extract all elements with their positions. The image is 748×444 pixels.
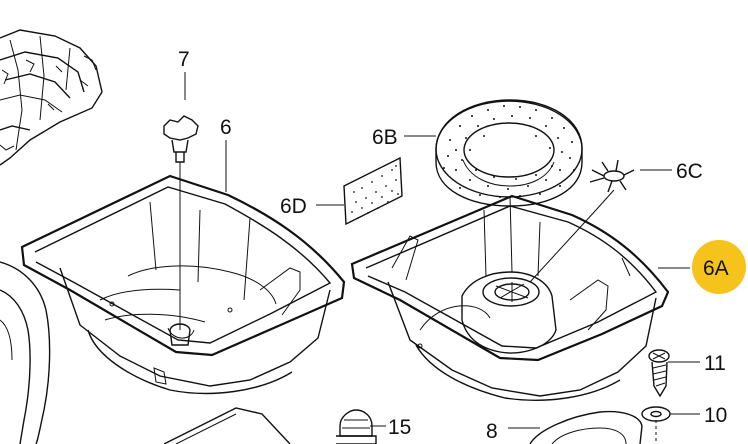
washer-10 [641, 406, 671, 444]
label-15: 15 [388, 416, 411, 439]
car-body-fragment [0, 29, 103, 166]
clip-6c [529, 159, 635, 283]
label-6: 6 [220, 116, 232, 139]
label-6b: 6B [372, 126, 398, 149]
foam-ring-6b [435, 99, 583, 273]
left-spare-wheel-tray [20, 174, 346, 395]
screw-11 [648, 349, 670, 398]
floor-panel [163, 407, 291, 444]
label-11: 11 [704, 352, 726, 375]
label-6c: 6C [676, 160, 703, 183]
label-10: 10 [704, 404, 727, 427]
knob-bolt-7 [163, 72, 199, 346]
label-7: 7 [178, 48, 190, 71]
foam-pad-6d [343, 156, 403, 226]
label-6d: 6D [280, 195, 307, 218]
leader-lines [225, 135, 700, 429]
cover-8 [529, 410, 643, 444]
right-spare-wheel-tray [350, 194, 670, 401]
highlight-marker [692, 240, 746, 294]
nut-15 [336, 409, 377, 444]
label-6a: 6A [703, 257, 729, 280]
foam-texture [443, 105, 575, 198]
label-8: 8 [486, 420, 498, 443]
seat-outline [0, 261, 51, 444]
